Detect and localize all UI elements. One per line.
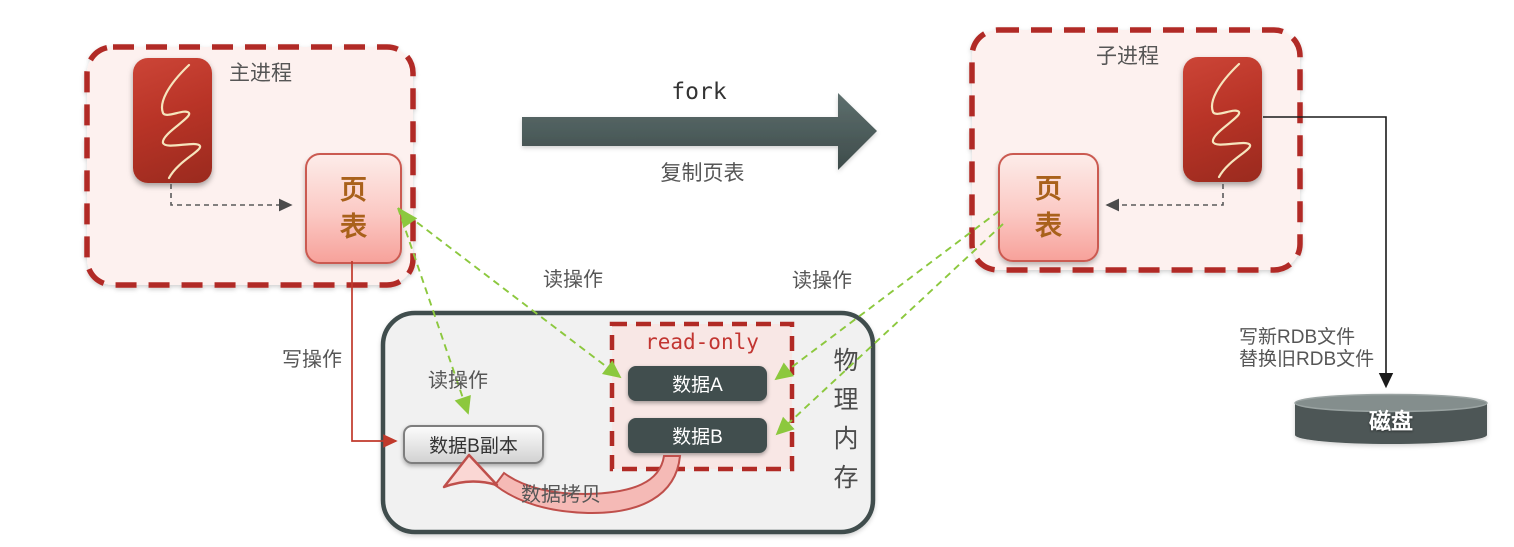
main-icon-to-pagetable-connector: [170, 184, 293, 212]
rdb-note: 写新RDB文件 替换旧RDB文件: [1239, 327, 1374, 371]
child-process-label: 子进程: [1096, 45, 1159, 68]
child-page-table: 页表: [998, 153, 1099, 262]
data-a-box: 数据A: [628, 366, 767, 401]
read-only-title: read-only: [645, 330, 759, 354]
read-op-label-right: 读操作: [792, 270, 852, 292]
main-page-table: 页表: [305, 153, 402, 264]
disk-label: 磁盘: [1368, 409, 1413, 434]
child-read-data-b-connector: [775, 223, 1004, 436]
redis-squiggle-icon: [160, 63, 202, 180]
write-op-label: 写操作: [282, 349, 342, 371]
main-page-table-label: 页表: [340, 174, 367, 242]
child-read-data-a-connector: [774, 210, 1000, 381]
child-page-table-label: 页表: [1035, 173, 1062, 241]
main-read-data-a-connector: [397, 207, 622, 379]
main-redis-process-icon: [133, 58, 212, 183]
redis-squiggle-icon: [1210, 62, 1252, 179]
data-b-box: 数据B: [628, 418, 767, 453]
read-op-label-inner: 读操作: [428, 370, 488, 392]
rdb-note-line1: 写新RDB文件: [1239, 327, 1356, 348]
main-process-label: 主进程: [229, 62, 292, 85]
data-copy-label: 数据拷贝: [521, 484, 601, 506]
physical-memory-label: 物理内存: [833, 347, 859, 492]
fork-sublabel: 复制页表: [660, 162, 745, 185]
data-b-copy-box: 数据B副本: [403, 425, 544, 464]
write-op-connector: [351, 261, 398, 448]
main-pagetable-arrowhead: [399, 208, 418, 229]
fork-label: fork: [671, 79, 727, 105]
rdb-note-line2: 替换旧RDB文件: [1239, 349, 1375, 370]
child-redis-process-icon: [1183, 57, 1262, 182]
read-op-label-left: 读操作: [543, 269, 603, 291]
child-icon-to-pagetable-connector: [1105, 184, 1224, 212]
